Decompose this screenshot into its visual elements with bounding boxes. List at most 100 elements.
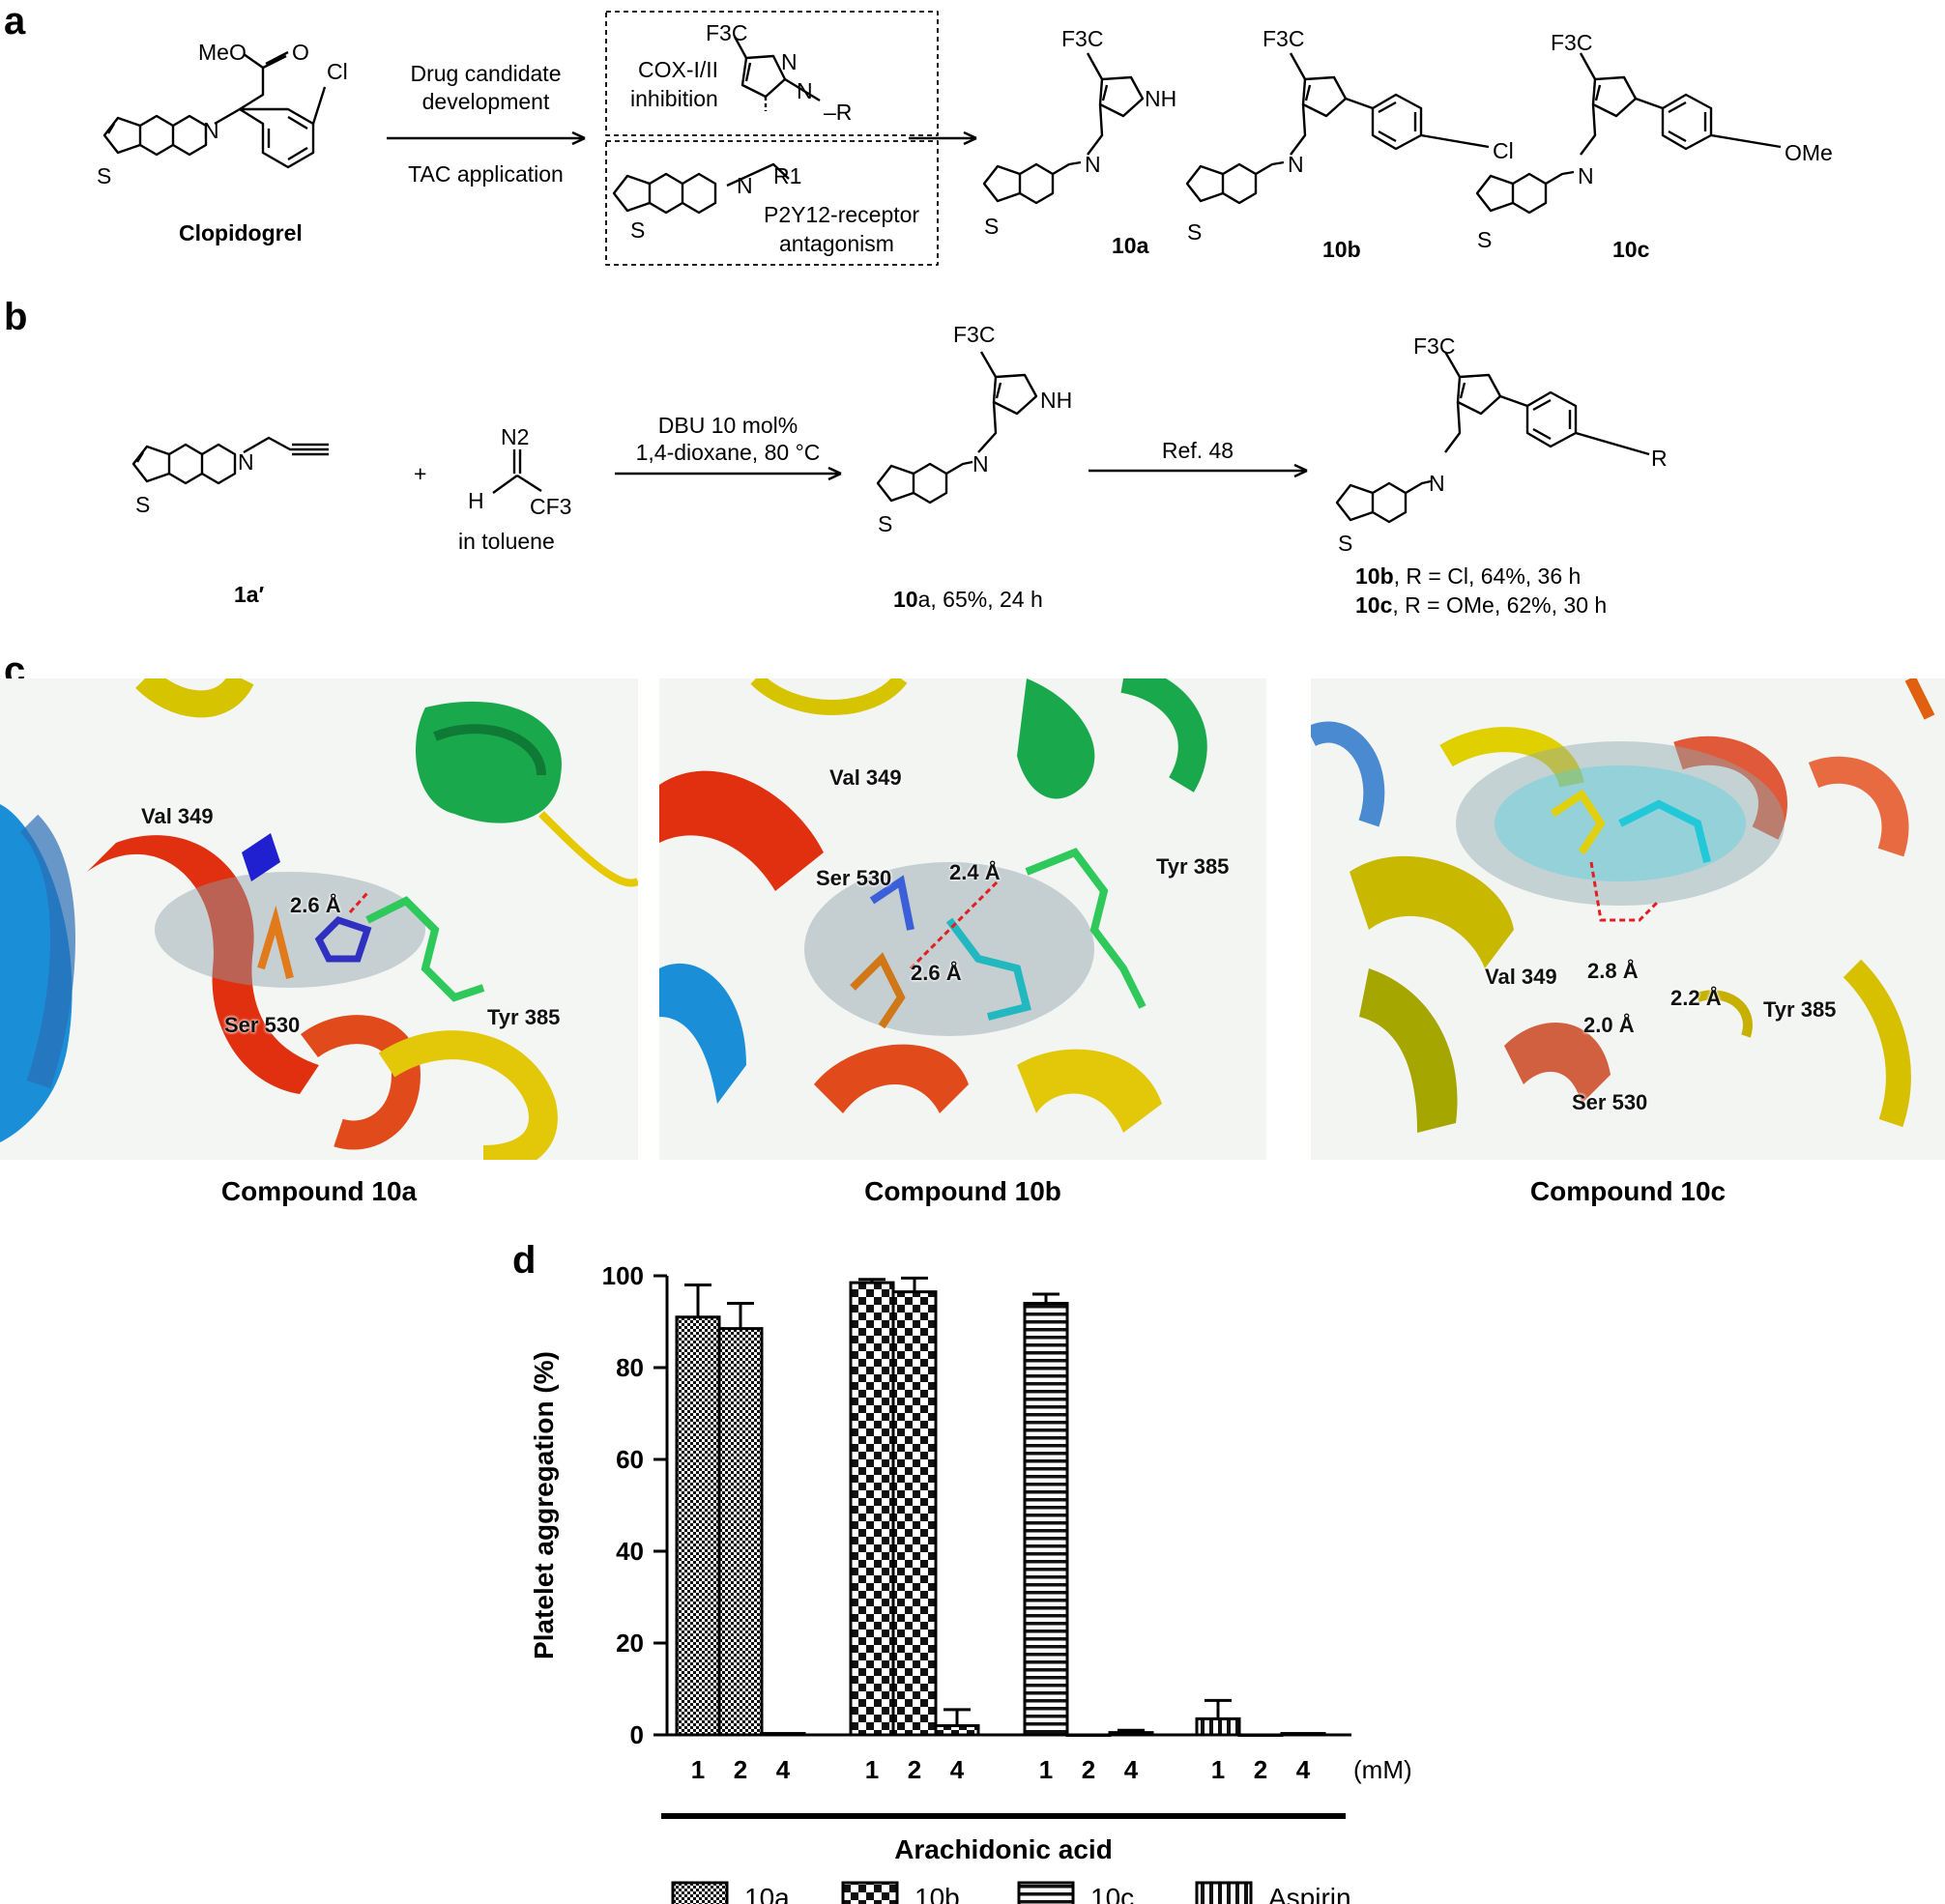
label-10b-dist2: 2.6 Å: [911, 961, 962, 985]
c10b-f3c: F3C: [1263, 26, 1305, 51]
c10a-s: S: [984, 214, 1000, 239]
bar-Aspirin-4: [1280, 1732, 1326, 1737]
label-10a-tyr385: Tyr 385: [487, 1005, 561, 1029]
docking-render-10c: [1311, 678, 1945, 1160]
box-top-n2: N: [797, 78, 813, 103]
b-ref: Ref. 48: [1161, 438, 1234, 463]
dose-label: 2: [1254, 1755, 1267, 1784]
legend-swatch-Aspirin: [1195, 1881, 1253, 1904]
dose-label: 4: [776, 1755, 791, 1784]
docking-render-10b: [659, 678, 1266, 1160]
y-axis-title: Platelet aggregation (%): [529, 1351, 559, 1659]
c10b-n: N: [1288, 152, 1304, 177]
legend-label-10c: 10c: [1090, 1883, 1134, 1904]
label-10c-dist3: 2.0 Å: [1583, 1013, 1635, 1037]
c10a-f3c: F3C: [1061, 26, 1104, 51]
label-10c-dist2: 2.2 Å: [1670, 986, 1722, 1010]
clopidogrel-cl-label: Cl: [327, 59, 348, 84]
y-tick-label: 40: [616, 1537, 644, 1566]
bar-10a-1: [675, 1315, 721, 1737]
docking-image-10c: Val 349 2.8 Å 2.2 Å 2.0 Å Tyr 385 Ser 53…: [1311, 678, 1945, 1160]
box-top-line2: inhibition: [630, 86, 718, 111]
dose-label: 1: [1211, 1755, 1225, 1784]
c10a-id: 10a: [1112, 233, 1149, 258]
chart-bars: [675, 1276, 1326, 1737]
legend-label-Aspirin: Aspirin: [1268, 1883, 1351, 1904]
c10c-n: N: [1578, 163, 1594, 188]
bar-10a-2: [717, 1327, 764, 1737]
b-start-id: 1a′: [234, 582, 265, 607]
arrow-top-line1: Drug candidate: [410, 61, 562, 86]
docking-image-10b: Val 349 Ser 530 2.4 Å 2.6 Å Tyr 385: [659, 678, 1266, 1160]
b-cond-1: DBU 10 mol%: [657, 413, 798, 438]
label-10a-dist: 2.6 Å: [290, 893, 341, 917]
y-tick-label: 60: [616, 1445, 644, 1474]
b-prod-n: N: [1429, 471, 1445, 496]
label-10a-val349: Val 349: [141, 804, 214, 828]
dose-label: 4: [1124, 1755, 1139, 1784]
panel-label-a: a: [4, 0, 26, 43]
clopidogrel-meo-label: MeO: [198, 40, 247, 65]
legend-label-10a: 10a: [744, 1883, 790, 1904]
x-axis-title: Arachidonic acid: [894, 1834, 1113, 1864]
label-10c-tyr385: Tyr 385: [1763, 997, 1837, 1022]
b-reagent-cf3: CF3: [530, 494, 572, 519]
b-start-n: N: [238, 449, 254, 475]
label-10b-ser530: Ser 530: [816, 866, 892, 890]
c10c-id: 10c: [1612, 237, 1650, 262]
c10c-f3c: F3C: [1551, 30, 1593, 55]
b-reagent-h: H: [468, 488, 484, 513]
legend-swatch-10b: [841, 1881, 899, 1904]
box-bottom-label1: P2Y12-receptor: [764, 202, 920, 227]
bar-10b-2: [891, 1290, 938, 1737]
bar-10c-4: [1108, 1731, 1154, 1737]
b-int-s: S: [878, 511, 893, 536]
box-top-n1: N: [781, 49, 798, 74]
bar-10b-1: [849, 1281, 895, 1737]
docking-image-10a: Val 349 2.6 Å Ser 530 Tyr 385: [0, 678, 638, 1160]
y-tick-label: 80: [616, 1353, 644, 1382]
c10c-s: S: [1477, 227, 1493, 252]
box-bottom-r1: R1: [773, 163, 802, 188]
y-tick-label: 20: [616, 1629, 644, 1658]
box-top-r: –R: [824, 100, 853, 125]
b-cond-2: 1,4-dioxane, 80 °C: [635, 440, 821, 465]
b-product-10b-rest: , R = Cl, 64%, 36 h: [1393, 563, 1582, 589]
dose-label: 4: [950, 1755, 965, 1784]
bar-10a-4: [760, 1732, 806, 1737]
box-bottom-s: S: [630, 217, 646, 243]
c10b-id: 10b: [1322, 237, 1361, 262]
label-10a-ser530: Ser 530: [224, 1013, 301, 1037]
clopidogrel-o-label: O: [292, 40, 309, 65]
c10b-cl: Cl: [1493, 138, 1514, 163]
bar-10b-4: [934, 1724, 980, 1737]
panel-label-d: d: [512, 1239, 537, 1282]
arrow-bottom-label: TAC application: [408, 161, 564, 187]
bar-Aspirin-2: [1237, 1733, 1284, 1737]
box-top-f3c: F3C: [706, 20, 748, 45]
b-int-label-rest: a, 65%, 24 h: [917, 587, 1043, 612]
box-top-line1: COX-I/II: [638, 57, 719, 82]
label-10c-ser530: Ser 530: [1572, 1090, 1648, 1114]
caption-10b: Compound 10b: [864, 1176, 1061, 1206]
b-reagent-solvent: in toluene: [458, 529, 555, 554]
b-product-10b-bold: 10b: [1355, 563, 1394, 589]
y-tick-label: 100: [602, 1261, 644, 1290]
b-prod-f3c: F3C: [1413, 333, 1456, 359]
clopidogrel-s-label: S: [97, 163, 112, 188]
b-plus: +: [414, 461, 427, 486]
label-10c-dist1: 2.8 Å: [1587, 959, 1639, 983]
dose-label: 2: [1082, 1755, 1095, 1784]
panel-a-structures: [102, 11, 1782, 524]
legend-swatch-10a: [671, 1881, 729, 1904]
c10a-n: N: [1085, 152, 1101, 177]
c10a-nh: NH: [1145, 86, 1177, 111]
b-int-n: N: [972, 451, 989, 476]
dose-label: 2: [908, 1755, 921, 1784]
box-bottom-n: N: [737, 173, 753, 198]
b-int-label-bold: 10: [893, 587, 918, 612]
b-product-10b: 10b, R = Cl, 64%, 36 h: [1355, 563, 1582, 589]
bar-10c-1: [1023, 1302, 1069, 1737]
